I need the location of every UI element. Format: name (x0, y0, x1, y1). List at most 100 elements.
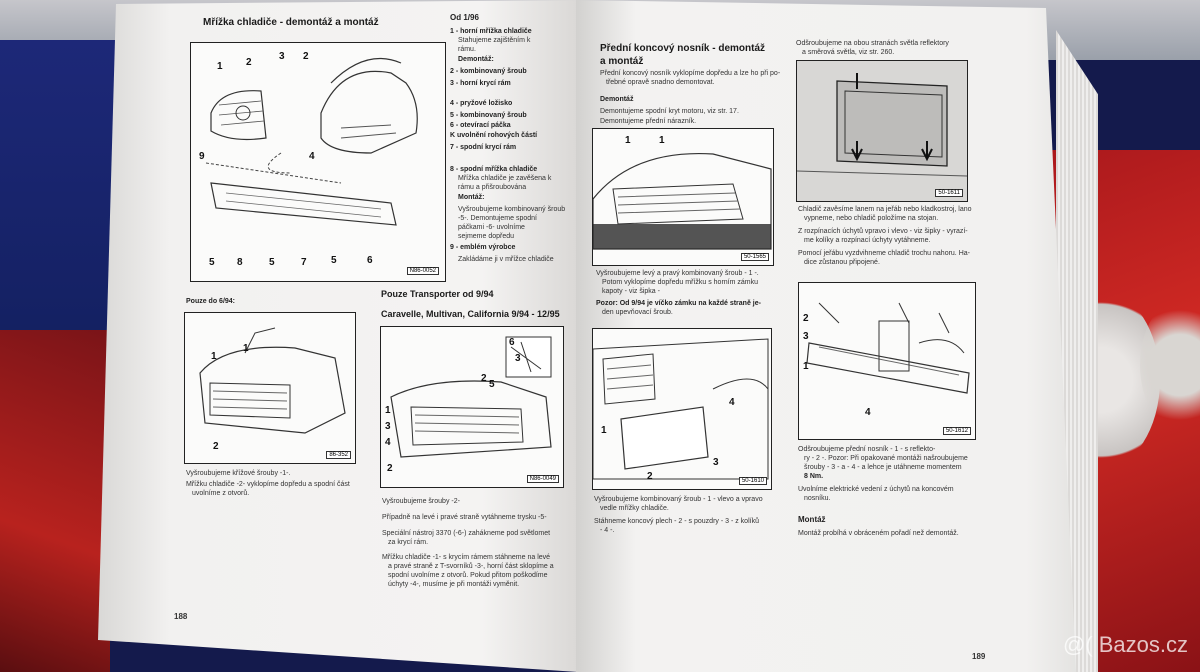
page-number-left: 188 (174, 612, 188, 621)
legend-line: 4 - pryžové ložisko (450, 100, 513, 107)
legend-line: Vyšroubujeme kombinovaný šroub (458, 206, 566, 213)
callout-1: 1 (625, 135, 631, 146)
fig4-bullet: Potom vyklopíme dopředu mřížku s horním … (602, 279, 759, 286)
front-carrier-drawing (806, 302, 970, 394)
col2-bullet: Z rozpínacích úchytů vpravo i vlevo - vi… (798, 228, 968, 235)
section3-bullet: Mřížku chladiče -1- s krycím rámem stáhn… (382, 554, 551, 561)
callout-4: 4 (309, 151, 315, 162)
callout-2: 2 (647, 471, 653, 482)
legend-line: Stahujeme zajištěním k (458, 37, 531, 44)
fig4-note: den upevňovací šroub. (602, 309, 673, 316)
callout-9: 9 (199, 151, 205, 162)
figure-front-carrier: 2 3 1 4 50-1612 (798, 282, 976, 440)
grille-exploded-drawing (205, 57, 418, 226)
open-book: Mřížka chladiče - demontáž a montáž 1 2 … (98, 0, 1098, 672)
callout-7: 7 (301, 257, 307, 268)
section3-bullet: spodní uvolníme z otvorů. Pokud přitom p… (388, 572, 548, 579)
watermark: @( Bazos.cz (1062, 632, 1188, 657)
right-page-title-2: a montáž (600, 56, 644, 67)
col2-bullet: 8 Nm. (804, 473, 824, 480)
callout-3: 3 (713, 457, 719, 468)
grille-old-drawing (199, 327, 346, 434)
col2-bullet: dice zůstanou připojené. (804, 259, 880, 266)
fig4-note: Pozor: Od 9/94 je víčko zámku na každé s… (596, 300, 761, 307)
fig2-bullet: uvolníme z otvorů. (192, 490, 250, 497)
legend-line: sejmeme dopředu (458, 233, 515, 240)
section3-bullet: Speciální nástroj 3370 (-6-) zahákneme p… (382, 530, 551, 537)
figure-end-plate: 4 1 3 2 50-1610 (592, 328, 772, 490)
col2-bullet: Odšroubujeme přední nosník - 1 - s refle… (798, 446, 936, 453)
background-red-fabric-left (0, 330, 110, 672)
right-page: Přední koncový nosník - demontáž a montá… (576, 0, 1076, 672)
fig5-bullet: - 4 -. (600, 527, 615, 534)
right-page-title-1: Přední koncový nosník - demontáž (600, 43, 766, 54)
callout-6: 6 (367, 255, 373, 266)
section3-bullet: Případně na levé i pravé straně vytáhnem… (382, 514, 547, 521)
legend-line: K uvolnění rohových částí (450, 132, 538, 139)
callout-2b: 2 (387, 463, 393, 474)
legend-line: Zakládáme ji v mřížce chladiče (458, 256, 554, 263)
figure-code: 50-1612 (942, 427, 971, 435)
callout-4: 4 (385, 437, 391, 448)
figure-grille-old: 1 1 2 86-352 (184, 312, 356, 464)
figure-grille-transporter: 2 6 5 3 1 3 4 2 N86-0049 (380, 326, 564, 488)
montaz-bullet: Montáž probíhá v obráceném pořadí než de… (798, 530, 959, 537)
figure-code: 50-1565 (740, 253, 769, 261)
fig2-bullet: Mřížku chladiče -2- vyklopíme dopředu a … (186, 481, 350, 488)
section3-bullet: Vyšroubujeme šrouby -2- (382, 498, 460, 505)
left-page-title: Mřížka chladiče - demontáž a montáž (203, 17, 379, 28)
left-page: Mřížka chladiče - demontáž a montáž 1 2 … (98, 0, 578, 672)
callout-2b: 2 (303, 51, 309, 62)
section3-bullet: a pravé straně z T-svorníků -3-, horní č… (388, 563, 554, 570)
callout-6: 6 (509, 337, 515, 348)
col2-bullet: Chladič zavěsíme lanem na jeřáb nebo kla… (798, 206, 972, 213)
demontaz-bullet: Demontujeme přední nárazník. (600, 118, 697, 125)
callout-1: 1 (211, 351, 217, 362)
fig4-bullet: kapoty - viz šipka - (602, 288, 660, 295)
col2-bullet: ry - 2 -. Pozor: Při opakované montáži n… (804, 455, 968, 462)
col2-bullet: me kolíky a rozpínací úchyty vytáhneme. (804, 237, 931, 244)
callout-1: 1 (601, 425, 607, 436)
fig5-bullet: Vyšroubujeme kombinovaný šroub - 1 - vle… (594, 496, 763, 503)
legend-line: 7 - spodní krycí rám (450, 144, 517, 151)
callout-4: 4 (865, 407, 871, 418)
page-number-right: 189 (972, 652, 986, 661)
end-plate-drawing (593, 338, 769, 480)
legend-heading: Od 1/96 (450, 13, 479, 22)
legend-line: 2 - kombinovaný šroub (450, 68, 527, 75)
legend-line: Montáž: (458, 194, 485, 201)
fig5-bullet: vedle mřížky chladiče. (600, 505, 669, 512)
col2-bullet: Pomocí jeřábu vyzdvihneme chladič trochu… (798, 250, 970, 257)
demontaz-bullet: Demontujeme spodní kryt motoru, viz str.… (600, 108, 739, 115)
col2-bullet: Odšroubujeme na obou stranách světla ref… (796, 40, 949, 47)
front-lock-drawing (593, 152, 772, 250)
grille-transporter-drawing (390, 336, 552, 458)
callout-5: 5 (209, 257, 215, 268)
legend-line: páčkami -6- uvolníme (458, 224, 525, 231)
section3-bullet: úchyty -4-, musíme je při montáži vyměni… (388, 581, 520, 588)
figure-front-lock: 1 1 50-1565 (592, 128, 774, 266)
col2-bullet: Uvolníme elektrické vedení z úchytů na k… (798, 486, 954, 493)
callout-4: 4 (729, 397, 735, 408)
col2-bullet: a směrová světla, viz str. 260. (802, 49, 895, 56)
callout-2: 2 (481, 373, 487, 384)
legend-line: rámu. (458, 46, 476, 53)
radiator-drawing (797, 61, 967, 201)
callout-1b: 1 (659, 135, 665, 146)
legend-line: 8 - spodní mřížka chladiče (450, 166, 538, 173)
section3-heading: Pouze Transporter od 9/94 (381, 289, 494, 299)
figure-radiator: 50-1611 (796, 60, 968, 202)
callout-3b: 3 (385, 421, 391, 432)
figure-grille-exploded: 1 2 3 2 4 9 8 5 7 5 6 5 N86-0052 (190, 42, 446, 282)
legend-line: 5 - kombinovaný šroub (450, 112, 527, 119)
background-fluffy-toy-2 (1140, 300, 1200, 430)
figure-code: N86-0052 (406, 267, 439, 275)
callout-1: 1 (217, 61, 223, 72)
callout-1: 1 (385, 405, 391, 416)
col2-bullet: vypneme, nebo chladič položíme na stojan… (804, 215, 939, 222)
legend-line: 6 - otevírací páčka (450, 122, 511, 129)
figure-code: 86-352 (326, 451, 351, 459)
callout-3: 3 (803, 331, 809, 342)
fig4-bullet: Vyšroubujeme levý a pravý kombinovaný šr… (596, 270, 759, 277)
legend-line: 3 - horní krycí rám (450, 80, 511, 87)
